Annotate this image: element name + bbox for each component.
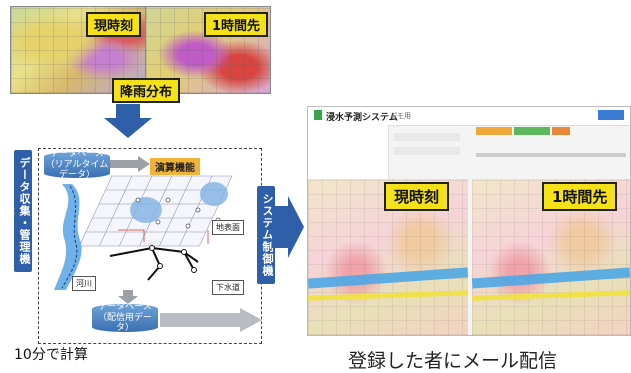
mail-delivery-caption: 登録した者にメール配信 bbox=[348, 350, 558, 372]
app-title-suffix: デモ用 bbox=[390, 112, 411, 120]
result-label-now: 現時刻 bbox=[384, 182, 450, 211]
status-tab-3[interactable] bbox=[552, 127, 570, 135]
header-button[interactable] bbox=[598, 110, 624, 120]
simulation-model-diagram bbox=[54, 175, 233, 290]
database-delivery: データベース（配信用データ） bbox=[92, 302, 158, 333]
app-logo-icon bbox=[314, 110, 322, 120]
right-arrow-icon bbox=[272, 196, 304, 258]
arrow-to-compute-icon bbox=[110, 156, 150, 172]
app-title: 浸水予測システム bbox=[326, 113, 398, 123]
database-realtime: データベース（リアルタイムデータ） bbox=[44, 149, 110, 181]
river-label: 河川 bbox=[72, 276, 96, 291]
ground-surface-label: 地表面 bbox=[212, 220, 244, 235]
result-label-1h: 1時間先 bbox=[542, 182, 618, 211]
time-slider[interactable] bbox=[476, 153, 626, 157]
calc-interval-caption: 10分で計算 bbox=[14, 347, 88, 363]
compute-label: 演算機能 bbox=[150, 158, 200, 175]
arrow-to-delivery-icon bbox=[160, 308, 262, 332]
control-panel bbox=[308, 125, 389, 179]
date-field-start[interactable] bbox=[394, 133, 460, 141]
rainfall-label-1h: 1時間先 bbox=[204, 12, 269, 37]
sewer-label: 下水道 bbox=[212, 280, 244, 295]
arrow-to-delivery-db-icon bbox=[118, 290, 138, 304]
data-collection-bar: データ収集・管理機能 bbox=[2, 150, 32, 272]
app-header: 浸水予測システム デモ用 bbox=[308, 107, 630, 126]
down-arrow-icon bbox=[104, 104, 152, 138]
rainfall-caption: 降雨分布 bbox=[112, 78, 181, 103]
status-tab-2[interactable] bbox=[514, 127, 550, 135]
date-field-end[interactable] bbox=[394, 147, 460, 155]
system-control-bar: システム制御機能 bbox=[245, 186, 275, 284]
system-screenshot: 浸水予測システム デモ用 bbox=[307, 106, 631, 336]
rainfall-label-now: 現時刻 bbox=[86, 12, 142, 37]
status-tab-1[interactable] bbox=[476, 127, 512, 135]
